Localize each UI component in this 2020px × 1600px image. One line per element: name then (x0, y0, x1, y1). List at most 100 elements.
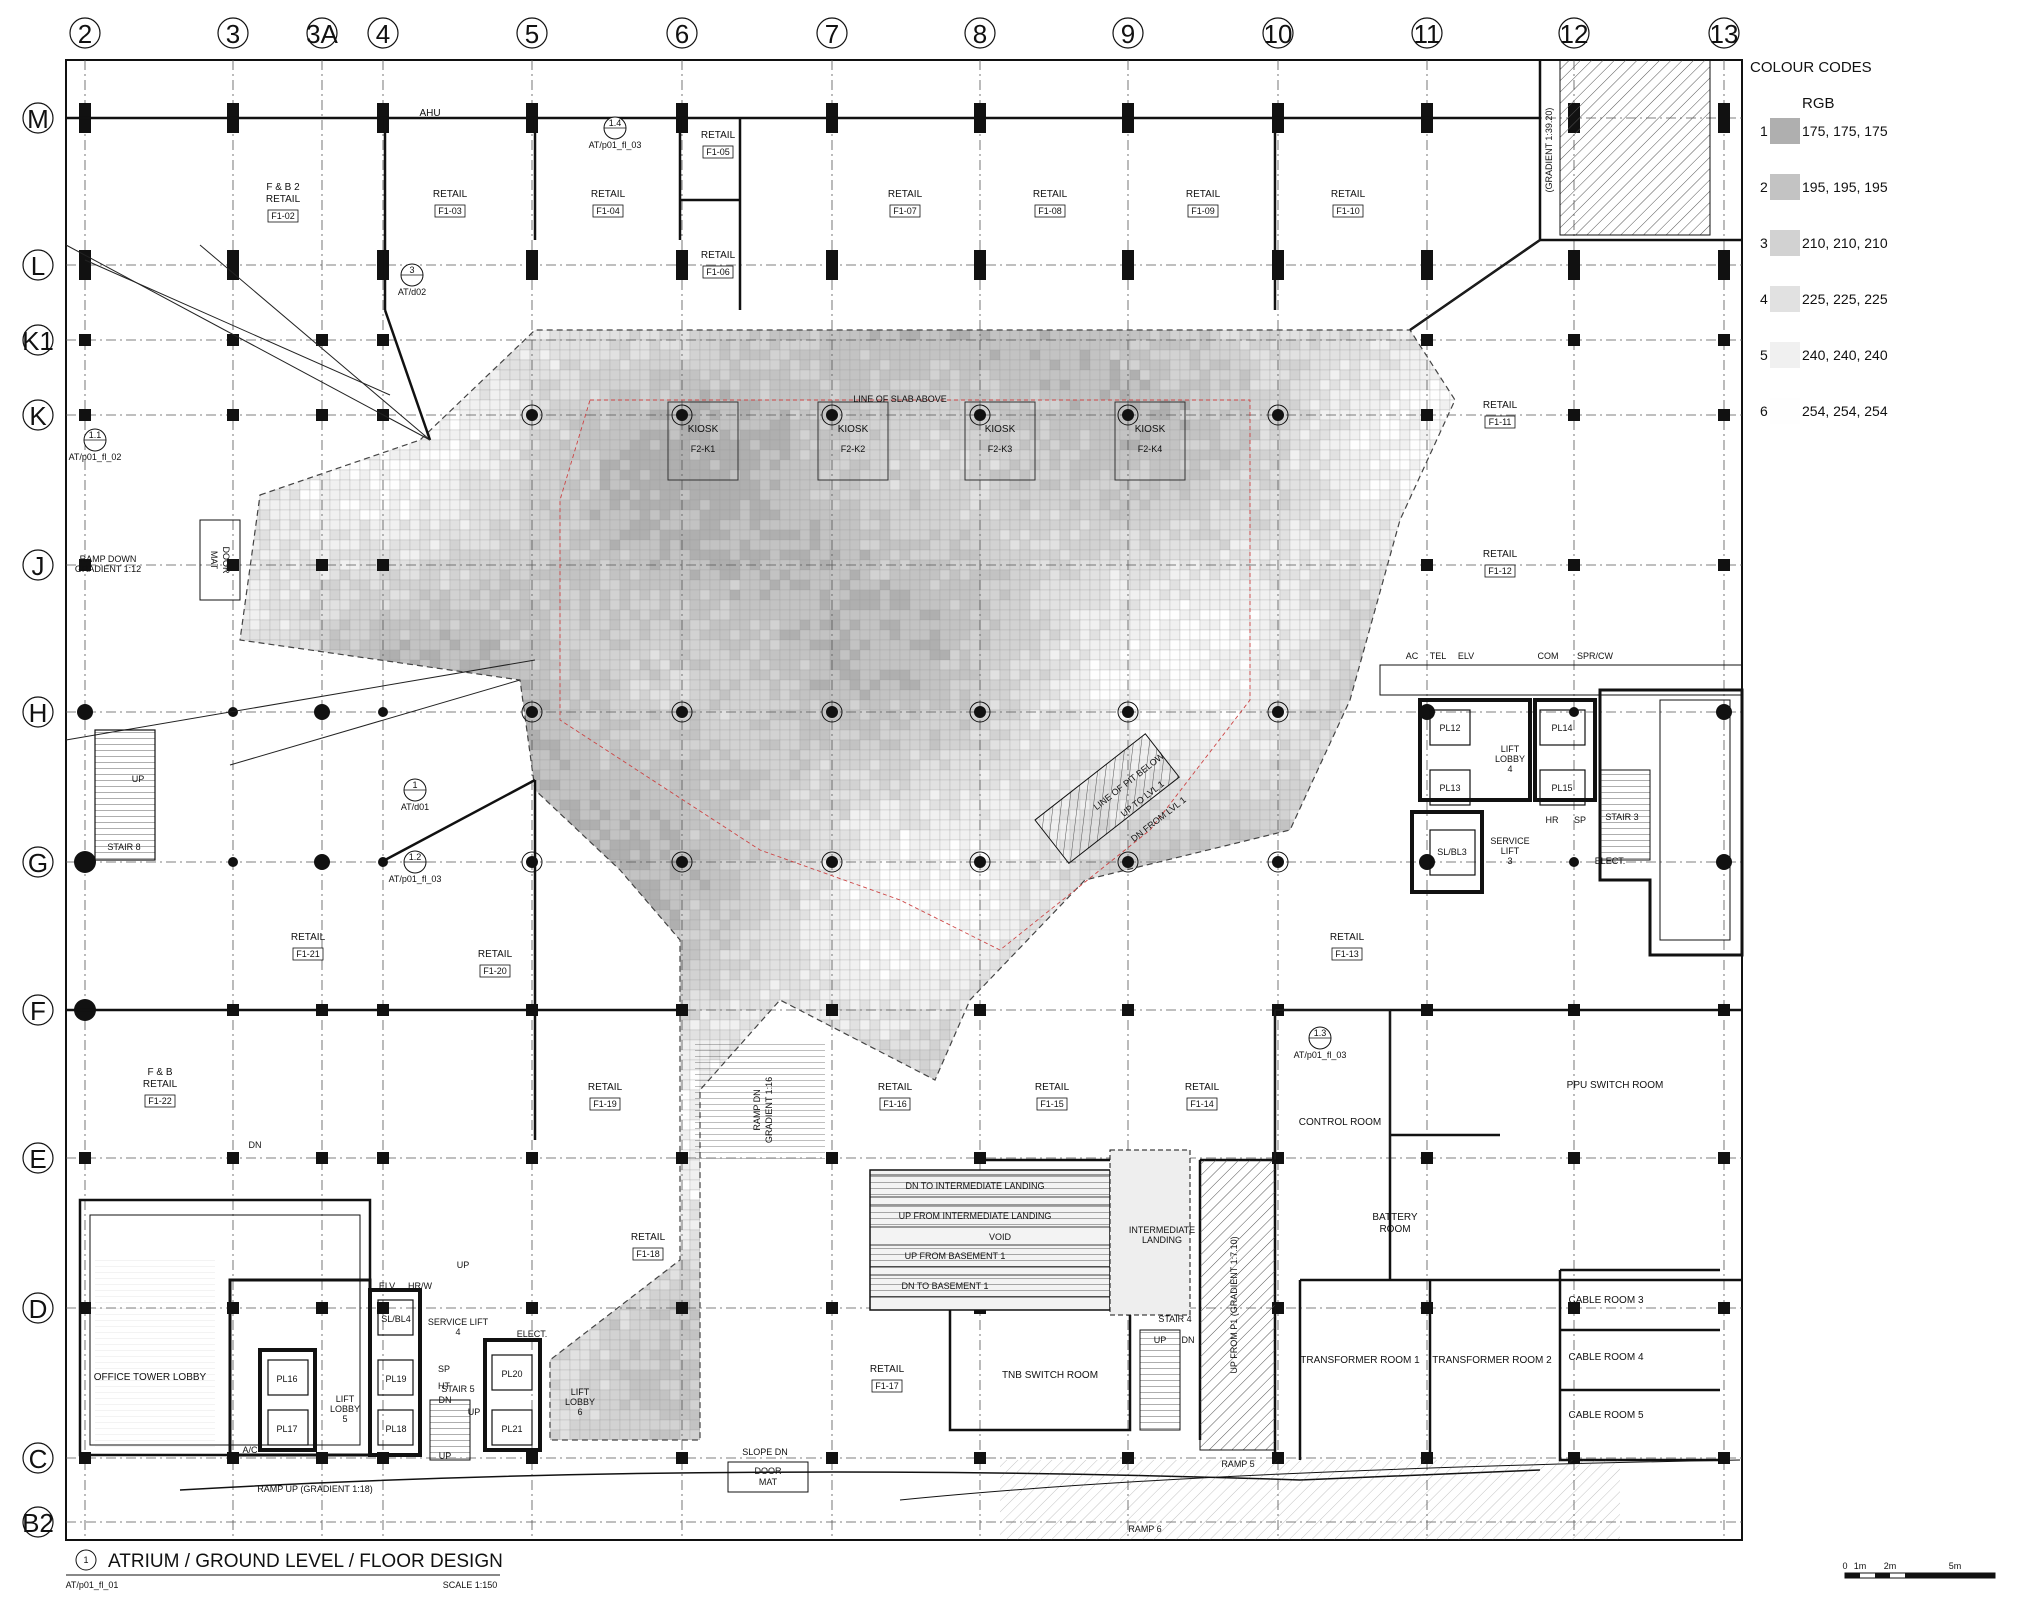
room-f1-05-tag: F1-05 (706, 147, 730, 157)
door-mat-left-l1: DOOR (221, 547, 231, 575)
legend-number: 1 (1760, 123, 1768, 139)
battery-room-label-1: BATTERY (1372, 1212, 1418, 1223)
stair-5-label: STAIR 5 (441, 1384, 474, 1394)
room-f1-02-label: F & B 2 (266, 182, 300, 193)
grid-bubble-col (516, 17, 548, 49)
room-f1-22-label: F & B (147, 1067, 172, 1078)
legend-swatch (1770, 230, 1800, 256)
grid-row-label: L (31, 251, 45, 281)
room-f1-14-tag: F1-14 (1190, 1099, 1214, 1109)
legend-number: 6 (1760, 403, 1768, 419)
lift-lobby-6-l1: LIFT (571, 1387, 590, 1397)
room-f1-08-label: RETAIL (1033, 189, 1068, 200)
slab-above-label: LINE OF SLAB ABOVE (853, 394, 947, 404)
grid-row-label: K (29, 401, 47, 431)
intermediate-landing-l1: INTERMEDIATE (1129, 1225, 1195, 1235)
esc-up-basement: UP FROM BASEMENT 1 (905, 1251, 1006, 1261)
stair-8-label: STAIR 8 (107, 842, 140, 852)
grid-col-label: 8 (973, 19, 987, 49)
legend-rgb: 254, 254, 254 (1802, 403, 1888, 419)
room-f1-02-tag: F1-02 (271, 211, 295, 221)
dn-label-stair4: DN (1182, 1335, 1195, 1345)
room-f1-22-label2: RETAIL (143, 1079, 178, 1090)
lift-lobby-4-l1: LIFT (1501, 744, 1520, 754)
pl15-label: PL15 (1551, 783, 1572, 793)
grid-col-label: 7 (825, 19, 839, 49)
slb4-label: SL/BL4 (381, 1314, 411, 1324)
hrw-label: HR/W (408, 1281, 432, 1291)
service-lift-3-l3: 3 (1507, 856, 1512, 866)
cable-room-3-label: CABLE ROOM 3 (1568, 1295, 1643, 1306)
lift-lobby-4-l2: LOBBY (1495, 754, 1525, 764)
cable-room-5-label: CABLE ROOM 5 (1568, 1410, 1643, 1421)
up-label-stair8: UP (132, 774, 145, 784)
callout-number: 1.4 (609, 118, 622, 128)
grid-bubble-row (22, 549, 54, 581)
kiosk-tag: F2-K1 (691, 444, 716, 454)
grid-bubble-row (22, 102, 54, 134)
grid-bubble-row (22, 249, 54, 281)
up-label-stair5-b: UP (439, 1451, 452, 1461)
kiosk-label: KIOSK (838, 424, 869, 435)
room-f1-10-label: RETAIL (1331, 189, 1366, 200)
room-f1-03-label: RETAIL (433, 189, 468, 200)
grid-bubble-col (666, 17, 698, 49)
legend-swatch (1770, 342, 1800, 368)
legend-number: 4 (1760, 291, 1768, 307)
room-f1-10-tag: F1-10 (1336, 206, 1360, 216)
grid-lines (66, 60, 1742, 1540)
ramp-center-label: RAMP DN (752, 1089, 762, 1130)
office-tower-lobby-label: OFFICE TOWER LOBBY (94, 1372, 207, 1383)
legend-rgb: 175, 175, 175 (1802, 123, 1888, 139)
battery-room-label-2: ROOM (1379, 1224, 1410, 1235)
kiosk-label: KIOSK (985, 424, 1016, 435)
kiosk-outlines (667, 401, 1186, 481)
ramp-up-from-p1 (1199, 1159, 1276, 1451)
legend-swatch (1770, 398, 1800, 424)
stair-3-label: STAIR 3 (1605, 812, 1638, 822)
grid-col-label: 10 (1264, 19, 1293, 49)
lift-lobby-5-l2: LOBBY (330, 1404, 360, 1414)
callout-ref: AT/d02 (398, 287, 426, 297)
dn-label-left: DN (249, 1140, 262, 1150)
grid-bubble-col (1558, 17, 1590, 49)
room-f1-06-tag: F1-06 (706, 267, 730, 277)
grid-row-label: H (29, 698, 48, 728)
callout-ref: AT/p01_fl_03 (589, 140, 642, 150)
legend-number: 2 (1760, 179, 1768, 195)
title-number: 1 (83, 1555, 88, 1565)
room-f1-07-tag: F1-07 (893, 206, 917, 216)
esc-up-intermediate: UP FROM INTERMEDIATE LANDING (899, 1211, 1052, 1221)
kiosk-label: KIOSK (688, 424, 719, 435)
legend-rgb: 240, 240, 240 (1802, 347, 1888, 363)
service-lift-3-l2: LIFT (1501, 846, 1520, 856)
ramp-down-label-1: RAMP DOWN (80, 554, 137, 564)
door-mat-left-l2: MAT (209, 551, 219, 570)
stair-8 (94, 729, 156, 861)
scale-tick-5: 5m (1949, 1561, 1962, 1571)
drawing-title: ATRIUM / GROUND LEVEL / FLOOR DESIGN (108, 1551, 503, 1572)
grid-row-label: M (27, 104, 49, 134)
up-label-stair5: UP (468, 1407, 481, 1417)
grid-col-label: 3A (306, 19, 338, 49)
esc-dn-intermediate: DN TO INTERMEDIATE LANDING (905, 1181, 1044, 1191)
service-lift-4-l2: 4 (455, 1327, 460, 1337)
callout-number: 1.3 (1314, 1028, 1327, 1038)
door-mat-left (199, 519, 241, 601)
grid-bubble-col (217, 17, 249, 49)
up-from-p1-label: UP FROM P1 (GRADIENT 1:7.10) (1229, 1236, 1239, 1373)
grid-bubble-col (1112, 17, 1144, 49)
drawing-scale: SCALE 1:150 (443, 1580, 498, 1590)
pl20-label: PL20 (501, 1369, 522, 1379)
elect-label-left: ELECT. (517, 1329, 548, 1339)
dn-label-stair5: DN (439, 1395, 452, 1405)
up-label-left: UP (457, 1260, 470, 1270)
atrium-outline (239, 329, 1456, 1441)
pl13-label: PL13 (1439, 783, 1460, 793)
kiosk-tag: F2-K4 (1138, 444, 1163, 454)
room-f1-05-label: RETAIL (701, 130, 736, 141)
room-f1-12-label: RETAIL (1483, 549, 1518, 560)
room-f1-03-tag: F1-03 (438, 206, 462, 216)
grid-col-label: 11 (1414, 19, 1441, 49)
